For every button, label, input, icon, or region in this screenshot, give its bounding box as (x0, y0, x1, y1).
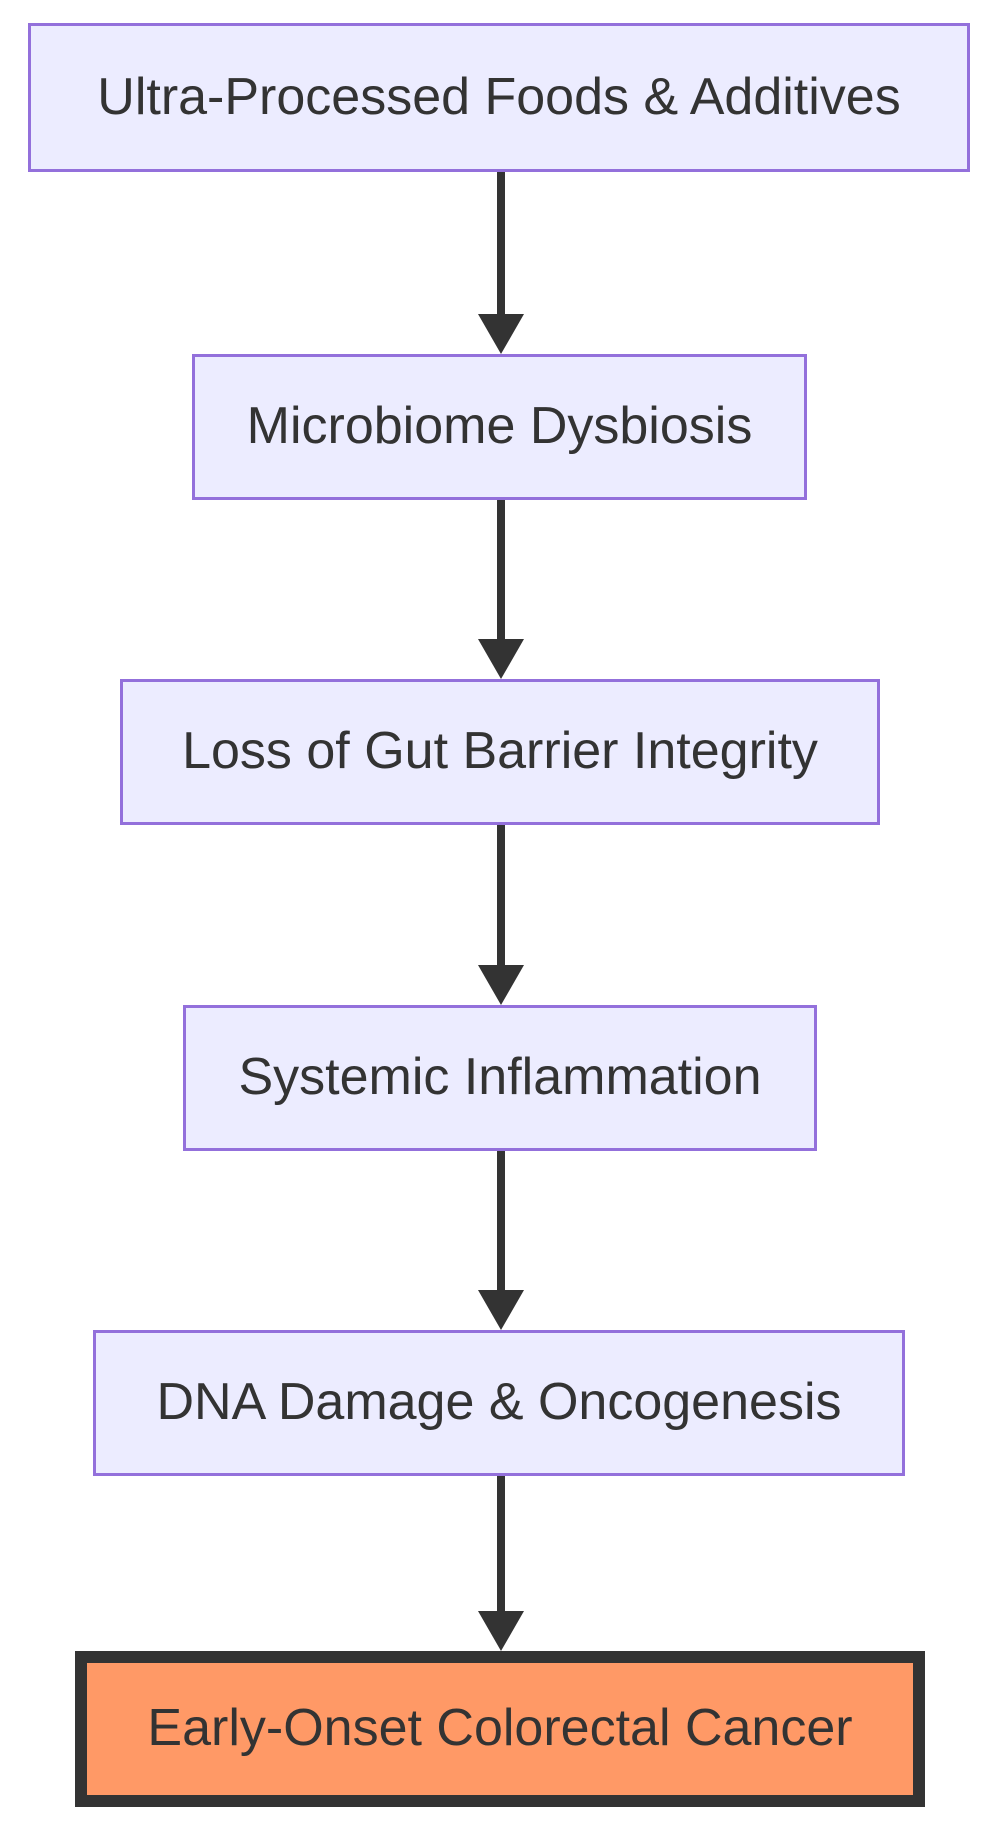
flow-arrow-2-arrowhead-icon (478, 639, 524, 679)
flow-arrow-3-line (497, 825, 505, 969)
flow-arrow-5-arrowhead-icon (478, 1611, 524, 1651)
flow-arrow-1-line (497, 172, 505, 318)
flow-node-early-onset-colorectal-cancer: Early-Onset Colorectal Cancer (75, 1651, 925, 1807)
flow-arrow-1-arrowhead-icon (478, 314, 524, 354)
flow-arrow-4-line (497, 1151, 505, 1292)
flow-node-label: Loss of Gut Barrier Integrity (182, 722, 818, 781)
flow-arrow-4-arrowhead-icon (478, 1290, 524, 1330)
flow-node-systemic-inflammation: Systemic Inflammation (183, 1005, 817, 1151)
flow-node-label: Microbiome Dysbiosis (246, 397, 753, 456)
flow-node-label: Ultra-Processed Foods & Additives (97, 67, 901, 126)
flow-arrow-2-line (497, 500, 505, 643)
flow-node-label: DNA Damage & Oncogenesis (156, 1373, 842, 1432)
flow-arrow-5-line (497, 1476, 505, 1615)
flow-node-ultra-processed-foods: Ultra-Processed Foods & Additives (28, 23, 970, 172)
flow-node-label: Early-Onset Colorectal Cancer (147, 1699, 853, 1758)
flow-node-label: Systemic Inflammation (238, 1048, 762, 1107)
flow-node-microbiome-dysbiosis: Microbiome Dysbiosis (192, 354, 807, 500)
flow-arrow-3-arrowhead-icon (478, 965, 524, 1005)
flow-node-gut-barrier-integrity: Loss of Gut Barrier Integrity (120, 679, 880, 825)
flow-node-dna-damage-oncogenesis: DNA Damage & Oncogenesis (93, 1330, 905, 1476)
